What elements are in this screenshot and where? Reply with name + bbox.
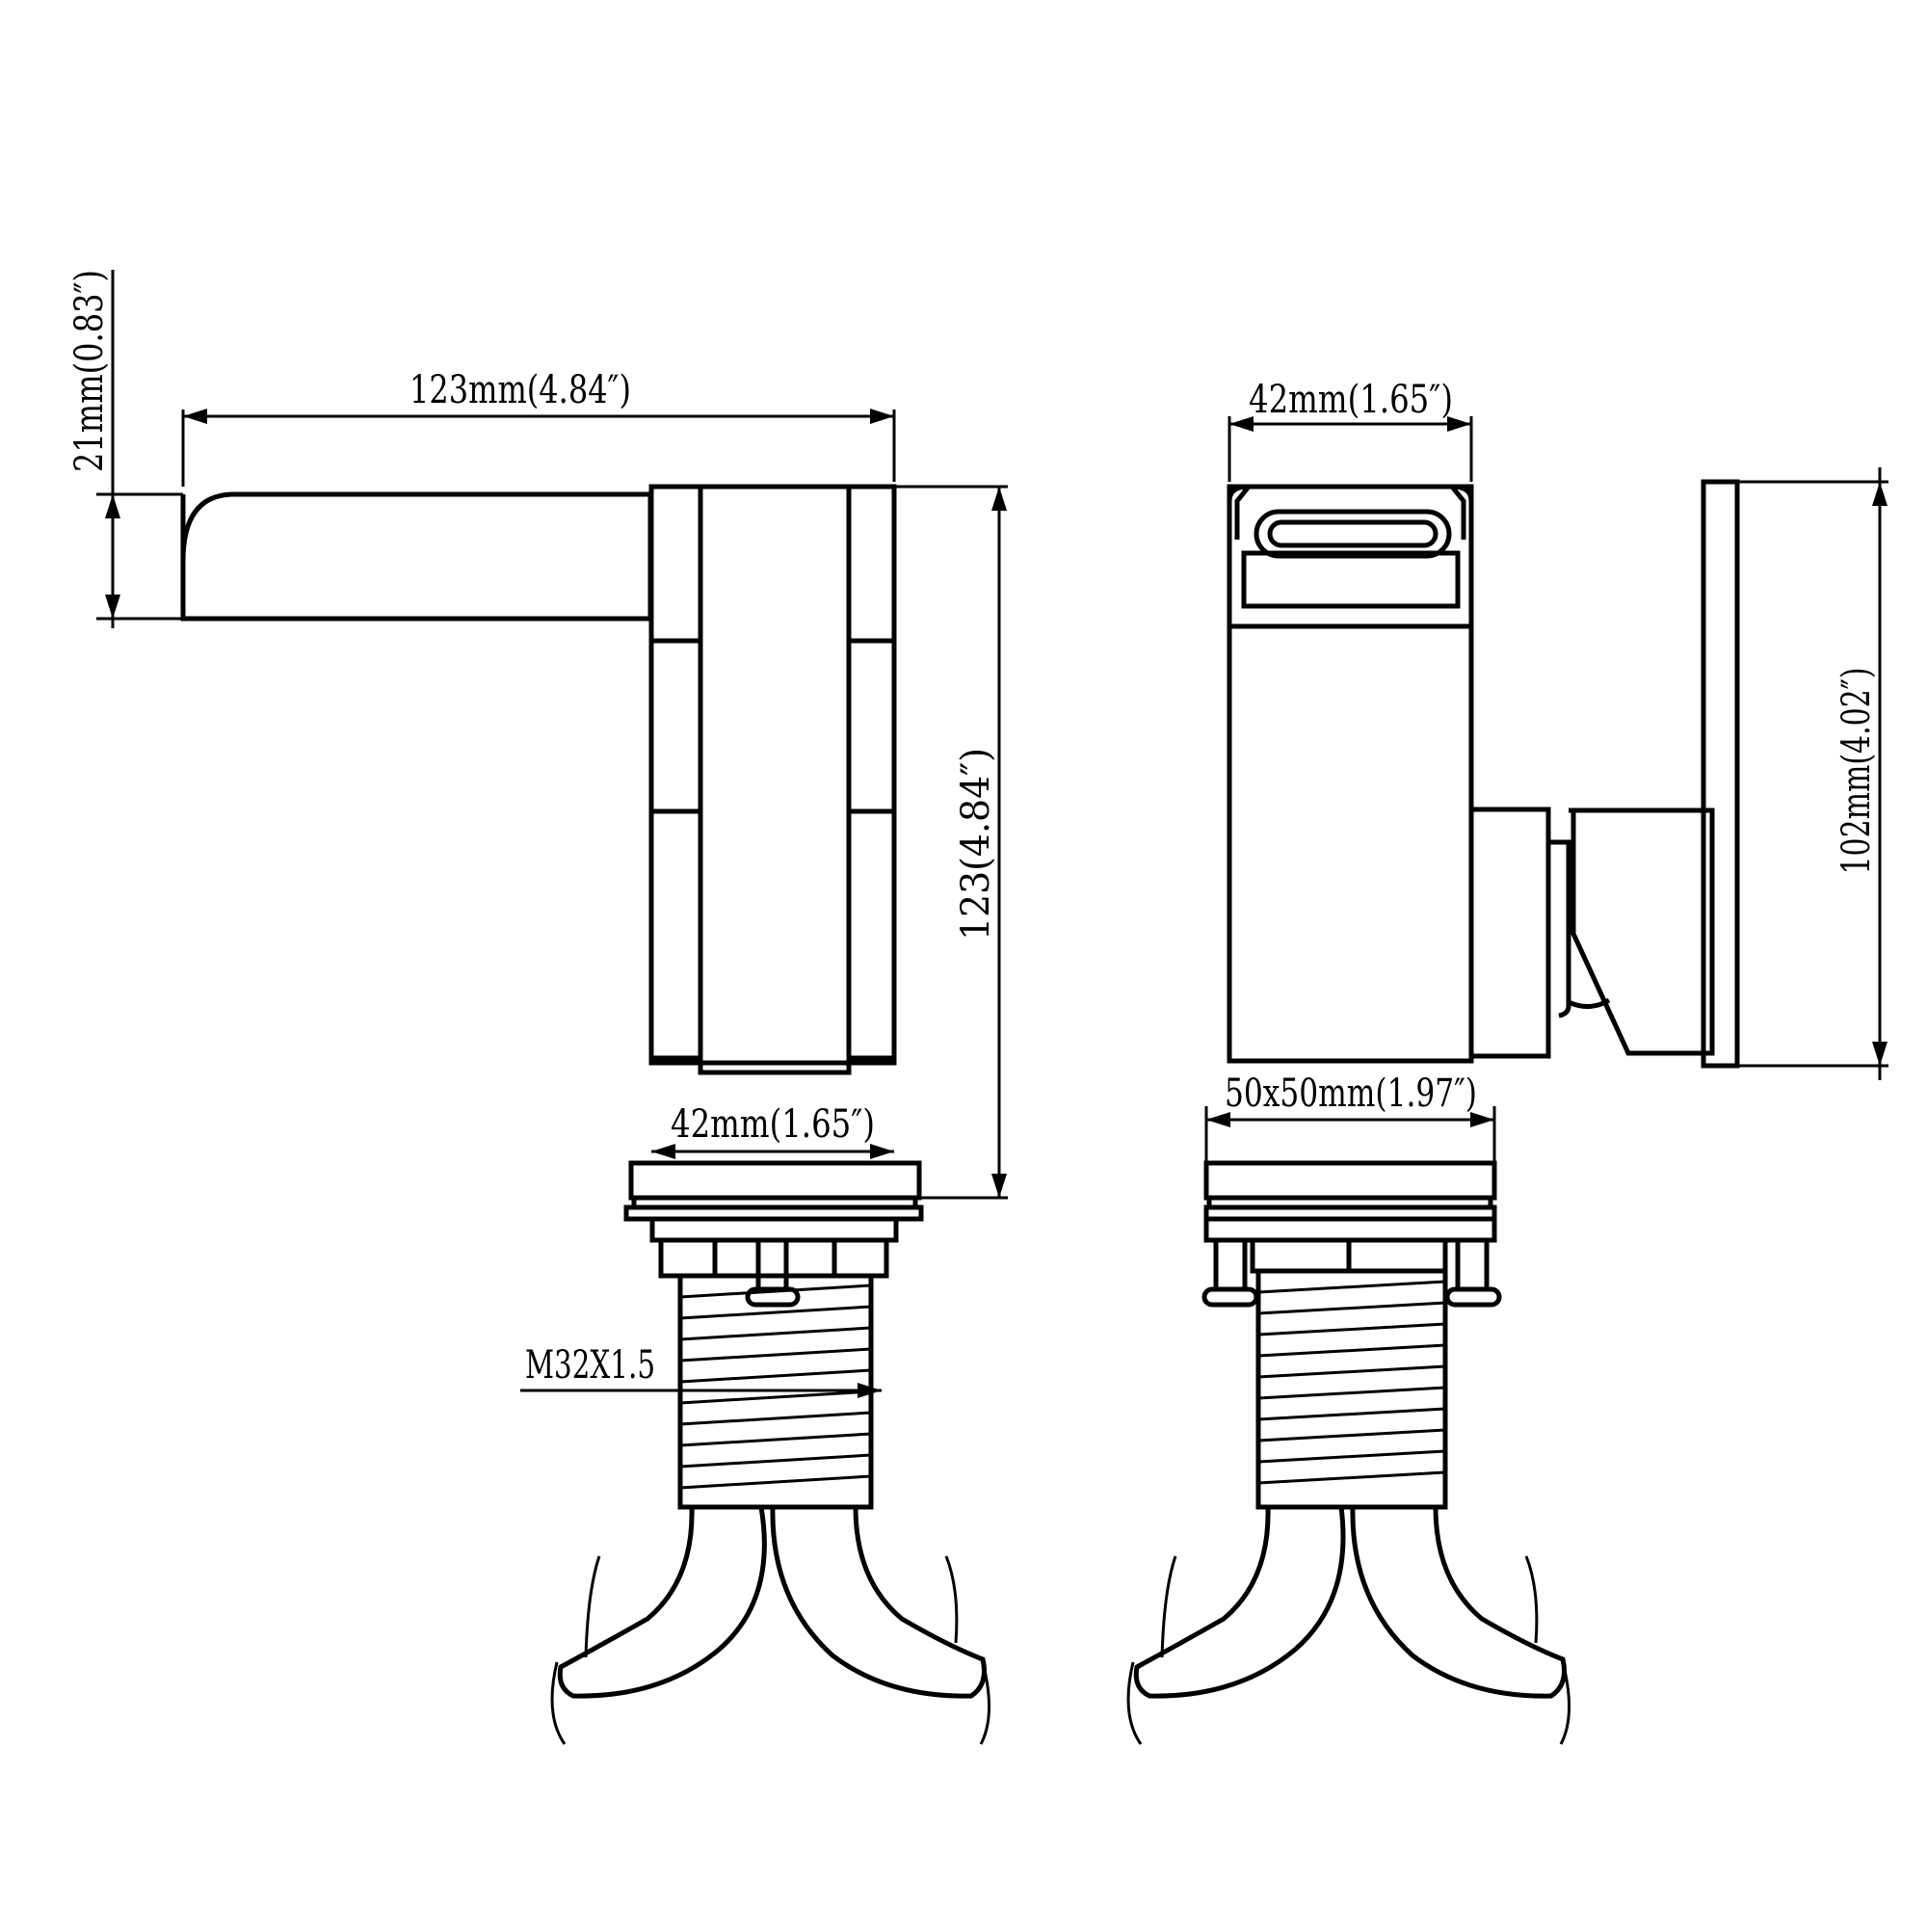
front-outlet-slot <box>1254 509 1452 559</box>
base-width-label: 42mm(1.65″) <box>671 1102 875 1147</box>
front-handle-neck <box>1548 839 1571 1019</box>
side-base-washer <box>649 1216 899 1243</box>
front-base-plate <box>1203 1160 1497 1201</box>
front-hose-edge <box>1559 1661 1571 1745</box>
top-width-label: 42mm(1.65″) <box>1249 378 1453 422</box>
handle-height-label: 102mm(4.02″) <box>1835 668 1879 875</box>
front-handle-stem <box>1468 807 1551 1059</box>
front-hose-right <box>1350 1504 1567 1699</box>
side-hose-left <box>557 1504 767 1699</box>
arrowhead <box>105 494 120 518</box>
arrowhead <box>1206 1112 1230 1127</box>
front-thread-lines <box>1257 1280 1446 1485</box>
spout-thickness-label: 21mm(0.83″) <box>67 270 112 472</box>
side-hose-edge <box>584 1555 601 1658</box>
side-base-plate <box>628 1160 922 1201</box>
arrowhead <box>858 1383 882 1398</box>
side-body <box>648 484 897 1066</box>
front-hose-edge <box>1160 1555 1177 1658</box>
front-base-washer <box>1203 1216 1497 1243</box>
front-stud-head-left <box>1201 1286 1259 1308</box>
arrowhead <box>1872 482 1887 506</box>
front-body <box>1227 484 1474 1064</box>
arrowhead <box>1470 1112 1494 1127</box>
arrowhead <box>870 1144 894 1159</box>
arrowhead <box>1447 416 1471 432</box>
side-nut <box>658 1237 889 1279</box>
arrowhead <box>651 1144 675 1159</box>
arrowhead <box>183 409 207 424</box>
front-hose-edge <box>1126 1661 1143 1745</box>
side-spout <box>180 491 653 622</box>
side-hose-edge <box>944 1555 959 1644</box>
front-view: 42mm(1.65″) 50x50mm(1.97″) 102mm(4.02″) <box>1126 378 1888 1745</box>
front-outlet-slot-inner <box>1267 519 1439 548</box>
side-body-panel <box>698 484 852 1075</box>
arrowhead <box>991 1174 1007 1198</box>
thread-label: M32X1.5 <box>525 1343 655 1388</box>
front-hose-left <box>1133 1504 1346 1699</box>
side-view: 123mm(4.84″) 21mm(0.83″) 123(4.84″) 42mm… <box>67 270 1008 1745</box>
side-hose-edge <box>979 1661 990 1745</box>
arrowhead <box>991 487 1007 511</box>
front-outlet-corner <box>1227 484 1254 540</box>
front-stud-head-right <box>1444 1286 1502 1308</box>
front-handle-plate <box>1701 479 1740 1069</box>
arrowhead <box>870 409 894 424</box>
side-screw <box>755 1237 789 1295</box>
front-outlet-corner <box>1446 484 1474 540</box>
side-thread-lines <box>679 1284 872 1490</box>
front-stud-right <box>1455 1237 1490 1297</box>
arrowhead <box>1872 1042 1887 1066</box>
spout-length-label: 123mm(4.84″) <box>409 368 631 412</box>
base-size-label: 50x50mm(1.97″) <box>1225 1072 1477 1116</box>
front-handle-lever <box>1569 807 1715 1056</box>
front-outlet-lower <box>1241 550 1461 609</box>
arrowhead <box>105 595 120 619</box>
side-hose-edge <box>550 1661 567 1745</box>
side-hose-right <box>770 1504 987 1699</box>
body-height-label: 123(4.84″) <box>954 748 998 940</box>
front-hose-edge <box>1524 1555 1539 1644</box>
arrowhead <box>1229 416 1254 432</box>
front-stud-left <box>1213 1237 1248 1297</box>
